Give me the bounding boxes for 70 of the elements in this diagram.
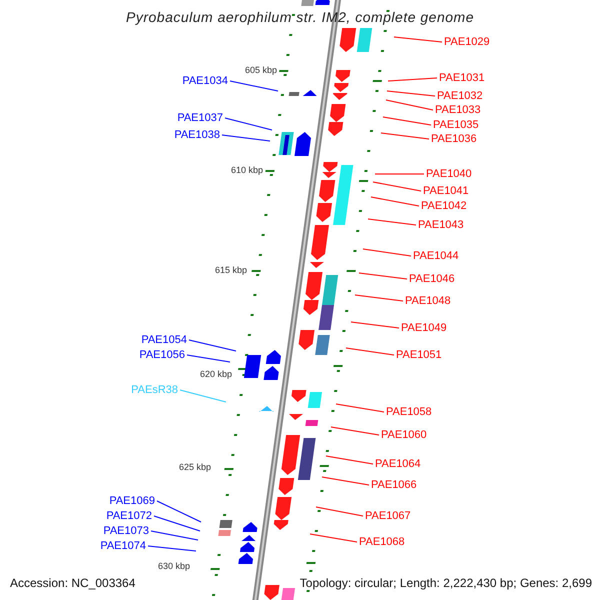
- gene-label: PAE1033: [435, 103, 481, 117]
- leader-line: [154, 516, 200, 532]
- leader-line: [156, 500, 202, 522]
- gene-label: PAE1060: [381, 428, 427, 442]
- leader-line: [368, 218, 416, 226]
- gene-label: PAE1046: [409, 272, 455, 286]
- leader-line: [186, 354, 230, 362]
- gene-label: PAE1040: [426, 167, 472, 181]
- title: Pyrobaculum aerophilum str. IM2, complete genome: [125, 10, 475, 24]
- leader-line: [354, 294, 404, 302]
- gene-label: PAE1037: [177, 111, 223, 125]
- leader-line: [386, 90, 436, 96]
- leader-line: [222, 134, 270, 142]
- leader-line: [372, 182, 422, 192]
- leader-line: [148, 546, 196, 552]
- leader-line: [336, 404, 384, 412]
- gene-label: PAE1067: [365, 509, 411, 523]
- gene-label: PAE1074: [100, 539, 146, 553]
- gene-label: PAE1072: [106, 509, 152, 523]
- leader-line: [310, 534, 358, 542]
- footer-text: Accession: NC_003364: [10, 576, 136, 590]
- leader-line: [382, 116, 432, 126]
- gene-label: PAE1034: [182, 74, 228, 88]
- gene-label: PAE1036: [431, 132, 477, 146]
- scale-label: 605 kbp: [244, 64, 277, 77]
- leader-line: [388, 78, 438, 82]
- gene-label: PAE1049: [401, 321, 447, 335]
- leader-line: [322, 476, 370, 486]
- gene-label: PAEsR38: [131, 383, 178, 397]
- leader-line: [188, 340, 236, 352]
- gene-label: PAE1029: [444, 35, 490, 49]
- gene-label: PAE1042: [421, 199, 467, 213]
- gene-label: PAE1069: [109, 494, 155, 508]
- gene-label: PAE1044: [413, 249, 459, 263]
- leader-line: [150, 530, 198, 540]
- leader-line: [316, 506, 364, 516]
- leader-line: [358, 272, 408, 280]
- gene-label: PAE1043: [418, 218, 464, 232]
- gene-label: PAE1064: [375, 457, 421, 471]
- gene-label: PAE1054: [141, 333, 187, 347]
- leader-line: [326, 456, 374, 464]
- leader-line: [180, 390, 226, 402]
- leader-line: [350, 322, 400, 328]
- gene-label: PAE1032: [437, 89, 483, 103]
- gene-label: PAE1031: [439, 71, 485, 85]
- leader-line: [330, 426, 380, 436]
- gene-label: PAE1056: [139, 348, 185, 362]
- leader-line: [230, 80, 278, 92]
- leader-line: [380, 132, 430, 140]
- gene-label: PAE1048: [405, 294, 451, 308]
- gene-label: PAE1066: [371, 478, 417, 492]
- gene-label: PAE1038: [174, 128, 220, 142]
- leader-line: [362, 248, 412, 256]
- leader-line: [224, 118, 272, 130]
- gene-label: PAE1035: [433, 118, 479, 132]
- gene-label: PAE1041: [423, 184, 469, 198]
- scale-label: 625 kbp: [178, 461, 211, 474]
- scale-label: 610 kbp: [230, 164, 263, 177]
- gene-label: PAE1058: [386, 405, 432, 419]
- gene-label: PAE1073: [103, 524, 149, 538]
- leader-line: [386, 100, 434, 110]
- scale-label: 630 kbp: [158, 560, 190, 573]
- leader-line: [370, 196, 420, 206]
- footer-text: Topology: circular; Length: 2,222,430 bp; Genes: 2,699: [300, 576, 592, 590]
- leader-line: [394, 36, 442, 42]
- gene-label: PAE1068: [359, 535, 405, 549]
- scale-label: 620 kbp: [200, 368, 232, 381]
- scale-label: 615 kbp: [214, 264, 247, 277]
- leader-line: [346, 348, 394, 356]
- gene-label: PAE1051: [396, 348, 442, 362]
